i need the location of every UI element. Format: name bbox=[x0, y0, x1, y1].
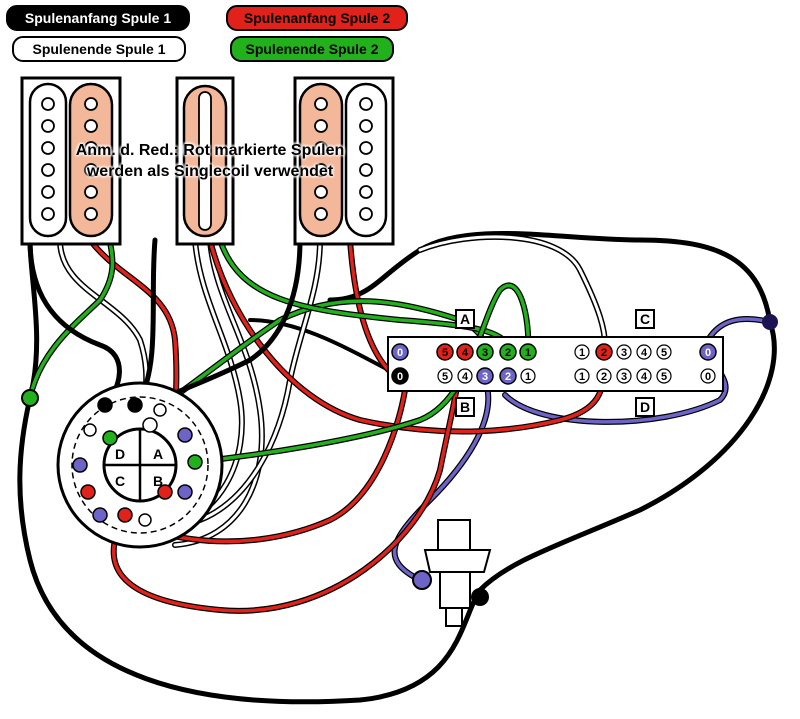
legend-coil2-start: Spulenanfang Spule 2 bbox=[226, 5, 408, 31]
quadrant-d-label: D bbox=[115, 446, 125, 462]
svg-text:3: 3 bbox=[621, 347, 627, 359]
svg-text:3: 3 bbox=[482, 371, 488, 383]
svg-text:4: 4 bbox=[462, 347, 469, 359]
svg-text:5: 5 bbox=[442, 371, 448, 383]
output-jack bbox=[412, 519, 492, 627]
humbucker-neck bbox=[20, 76, 122, 246]
svg-text:5: 5 bbox=[661, 371, 667, 383]
single-coil-middle bbox=[175, 76, 235, 246]
svg-text:1: 1 bbox=[579, 371, 585, 383]
legend-coil2-end: Spulenende Spule 2 bbox=[230, 36, 394, 62]
humbucker-bridge bbox=[293, 76, 395, 246]
svg-text:0: 0 bbox=[397, 371, 403, 383]
black-wires bbox=[27, 237, 303, 408]
editor-note: Anm. d. Red.: Rot markierte Spulen werde… bbox=[30, 140, 390, 182]
note-line-2: werden als Singlecoil verwendet bbox=[86, 163, 334, 180]
svg-text:2: 2 bbox=[601, 371, 607, 383]
svg-text:0: 0 bbox=[705, 347, 711, 359]
svg-text:1: 1 bbox=[579, 347, 585, 359]
ground-junction-right bbox=[762, 314, 778, 330]
section-a-label: A bbox=[460, 311, 470, 327]
svg-text:0: 0 bbox=[397, 347, 403, 359]
svg-text:3: 3 bbox=[482, 347, 488, 359]
section-b-label: B bbox=[460, 399, 470, 415]
legend-coil1-start: Spulenanfang Spule 1 bbox=[6, 5, 190, 31]
rotary-switch: D A C B bbox=[56, 381, 224, 549]
svg-text:4: 4 bbox=[641, 371, 648, 383]
svg-text:2: 2 bbox=[505, 347, 511, 359]
svg-text:4: 4 bbox=[462, 371, 469, 383]
svg-text:5: 5 bbox=[661, 347, 667, 359]
svg-text:5: 5 bbox=[442, 347, 448, 359]
svg-text:0: 0 bbox=[705, 371, 711, 383]
svg-text:3: 3 bbox=[621, 371, 627, 383]
quadrant-c-label: C bbox=[115, 473, 125, 489]
quadrant-b-label: B bbox=[153, 473, 163, 489]
quadrant-a-label: A bbox=[153, 446, 163, 462]
ground-wire bbox=[17, 230, 777, 705]
svg-text:1: 1 bbox=[525, 347, 531, 359]
section-d-label: D bbox=[640, 399, 650, 415]
switch-row-top: 0 5 4 3 2 1 1 2 3 4 5 0 bbox=[391, 343, 717, 361]
legend-coil1-end: Spulenende Spule 1 bbox=[12, 36, 186, 62]
svg-text:2: 2 bbox=[601, 347, 607, 359]
section-c-label: C bbox=[640, 311, 650, 327]
svg-text:2: 2 bbox=[505, 371, 511, 383]
svg-text:4: 4 bbox=[641, 347, 648, 359]
svg-text:1: 1 bbox=[525, 371, 531, 383]
note-line-1: Anm. d. Red.: Rot markierte Spulen bbox=[75, 142, 345, 159]
green-junction-left bbox=[21, 389, 39, 407]
switch-row-bottom: 0 5 4 3 2 1 1 2 3 4 5 0 bbox=[391, 367, 716, 385]
